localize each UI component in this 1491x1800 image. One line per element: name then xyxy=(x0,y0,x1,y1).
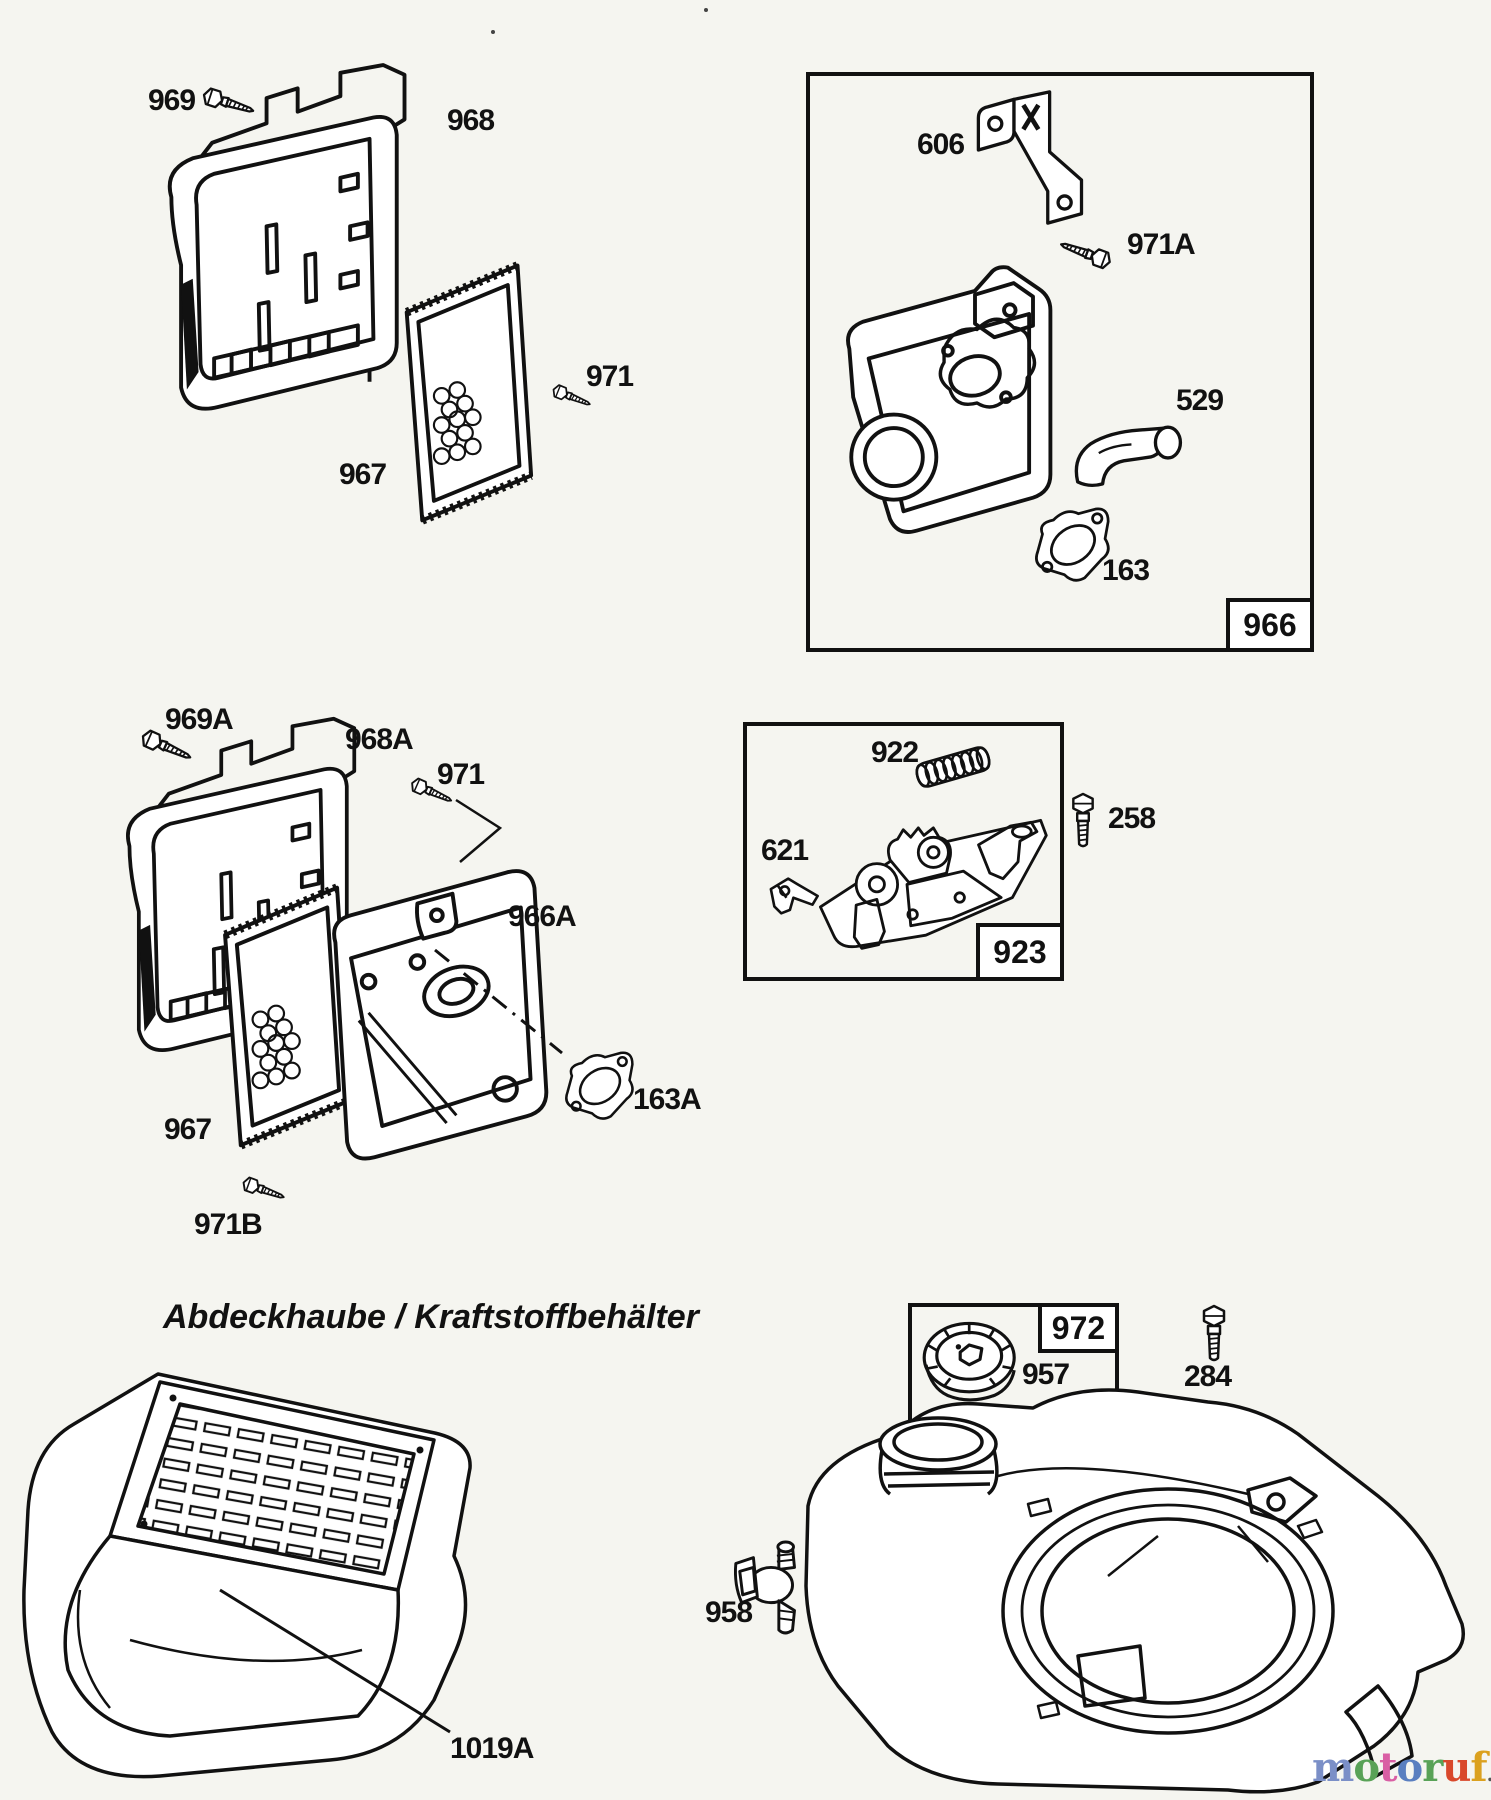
part-number-label-606: 606 xyxy=(917,128,965,161)
part-number-label-621: 621 xyxy=(761,834,809,867)
part-number-label-163A: 163A xyxy=(633,1083,702,1116)
carburetor-mounting-plate-drawing xyxy=(830,230,1062,545)
fuel-tank-drawing xyxy=(804,1388,1465,1794)
scan-speck xyxy=(491,30,495,34)
clip-621-drawing xyxy=(764,870,828,922)
part-number-label-529: 529 xyxy=(1176,384,1224,417)
bolt-971B-drawing xyxy=(237,1169,292,1212)
part-number-label-967-mid: 967 xyxy=(164,1113,212,1146)
gasket-163A-drawing xyxy=(558,1050,642,1122)
group-number-box-923: 923 xyxy=(976,923,1064,981)
part-number-label-922: 922 xyxy=(871,736,919,769)
watermark-letter: u xyxy=(1442,1744,1471,1791)
air-filter-element-967-drawing xyxy=(392,250,540,532)
section-heading: Abdeckhaube / Kraftstoffbehälter xyxy=(163,1298,699,1336)
watermark-letter: m xyxy=(1312,1744,1354,1791)
part-number-label-1019A: 1019A xyxy=(450,1732,534,1765)
watermark-letter: r xyxy=(1422,1744,1443,1791)
part-number-label-958: 958 xyxy=(705,1596,753,1629)
leader-arrow-971 xyxy=(455,798,503,863)
bolt-284-drawing xyxy=(1200,1304,1228,1364)
watermark-letter: f xyxy=(1470,1744,1487,1791)
part-number-label-971-top: 971 xyxy=(586,360,634,393)
spring-922-drawing xyxy=(907,738,999,796)
governor-group-frame-923: 922 621 923 xyxy=(743,722,1064,981)
carburetor-group-frame-966: 606 971A 529 163 966 xyxy=(806,72,1314,652)
part-number-label-968: 968 xyxy=(447,104,495,137)
part-number-label-957: 957 xyxy=(1022,1358,1070,1391)
part-number-label-967-top: 967 xyxy=(339,458,387,491)
part-number-label-971B: 971B xyxy=(194,1208,263,1241)
watermark-letter: o xyxy=(1396,1744,1424,1791)
blower-cover-1019A-drawing xyxy=(22,1372,472,1779)
group-number-box-972: 972 xyxy=(1038,1303,1119,1353)
part-number-label-163: 163 xyxy=(1102,554,1150,587)
motoruf-watermark-logo: motoruf.de xyxy=(1312,1744,1491,1791)
intake-elbow-529-drawing xyxy=(1070,424,1190,488)
dash-dot-leader-163A xyxy=(434,948,563,1055)
part-number-label-969A: 969A xyxy=(165,703,234,736)
part-number-label-968A: 968A xyxy=(345,723,414,756)
watermark-letter: t xyxy=(1379,1744,1398,1791)
part-number-label-971-mid: 971 xyxy=(437,758,485,791)
scan-speck xyxy=(704,8,708,12)
part-number-label-258: 258 xyxy=(1108,802,1156,835)
part-number-label-966A: 966A xyxy=(508,900,577,933)
part-number-label-284: 284 xyxy=(1184,1360,1232,1393)
watermark-letter: o xyxy=(1353,1744,1380,1791)
bolt-258-drawing xyxy=(1070,792,1096,850)
group-number-box-966: 966 xyxy=(1226,598,1314,652)
part-number-label-969: 969 xyxy=(148,84,196,117)
part-number-label-971A: 971A xyxy=(1127,228,1196,261)
watermark-suffix: .de xyxy=(1487,1762,1491,1786)
bracket-606-drawing xyxy=(969,90,1119,240)
